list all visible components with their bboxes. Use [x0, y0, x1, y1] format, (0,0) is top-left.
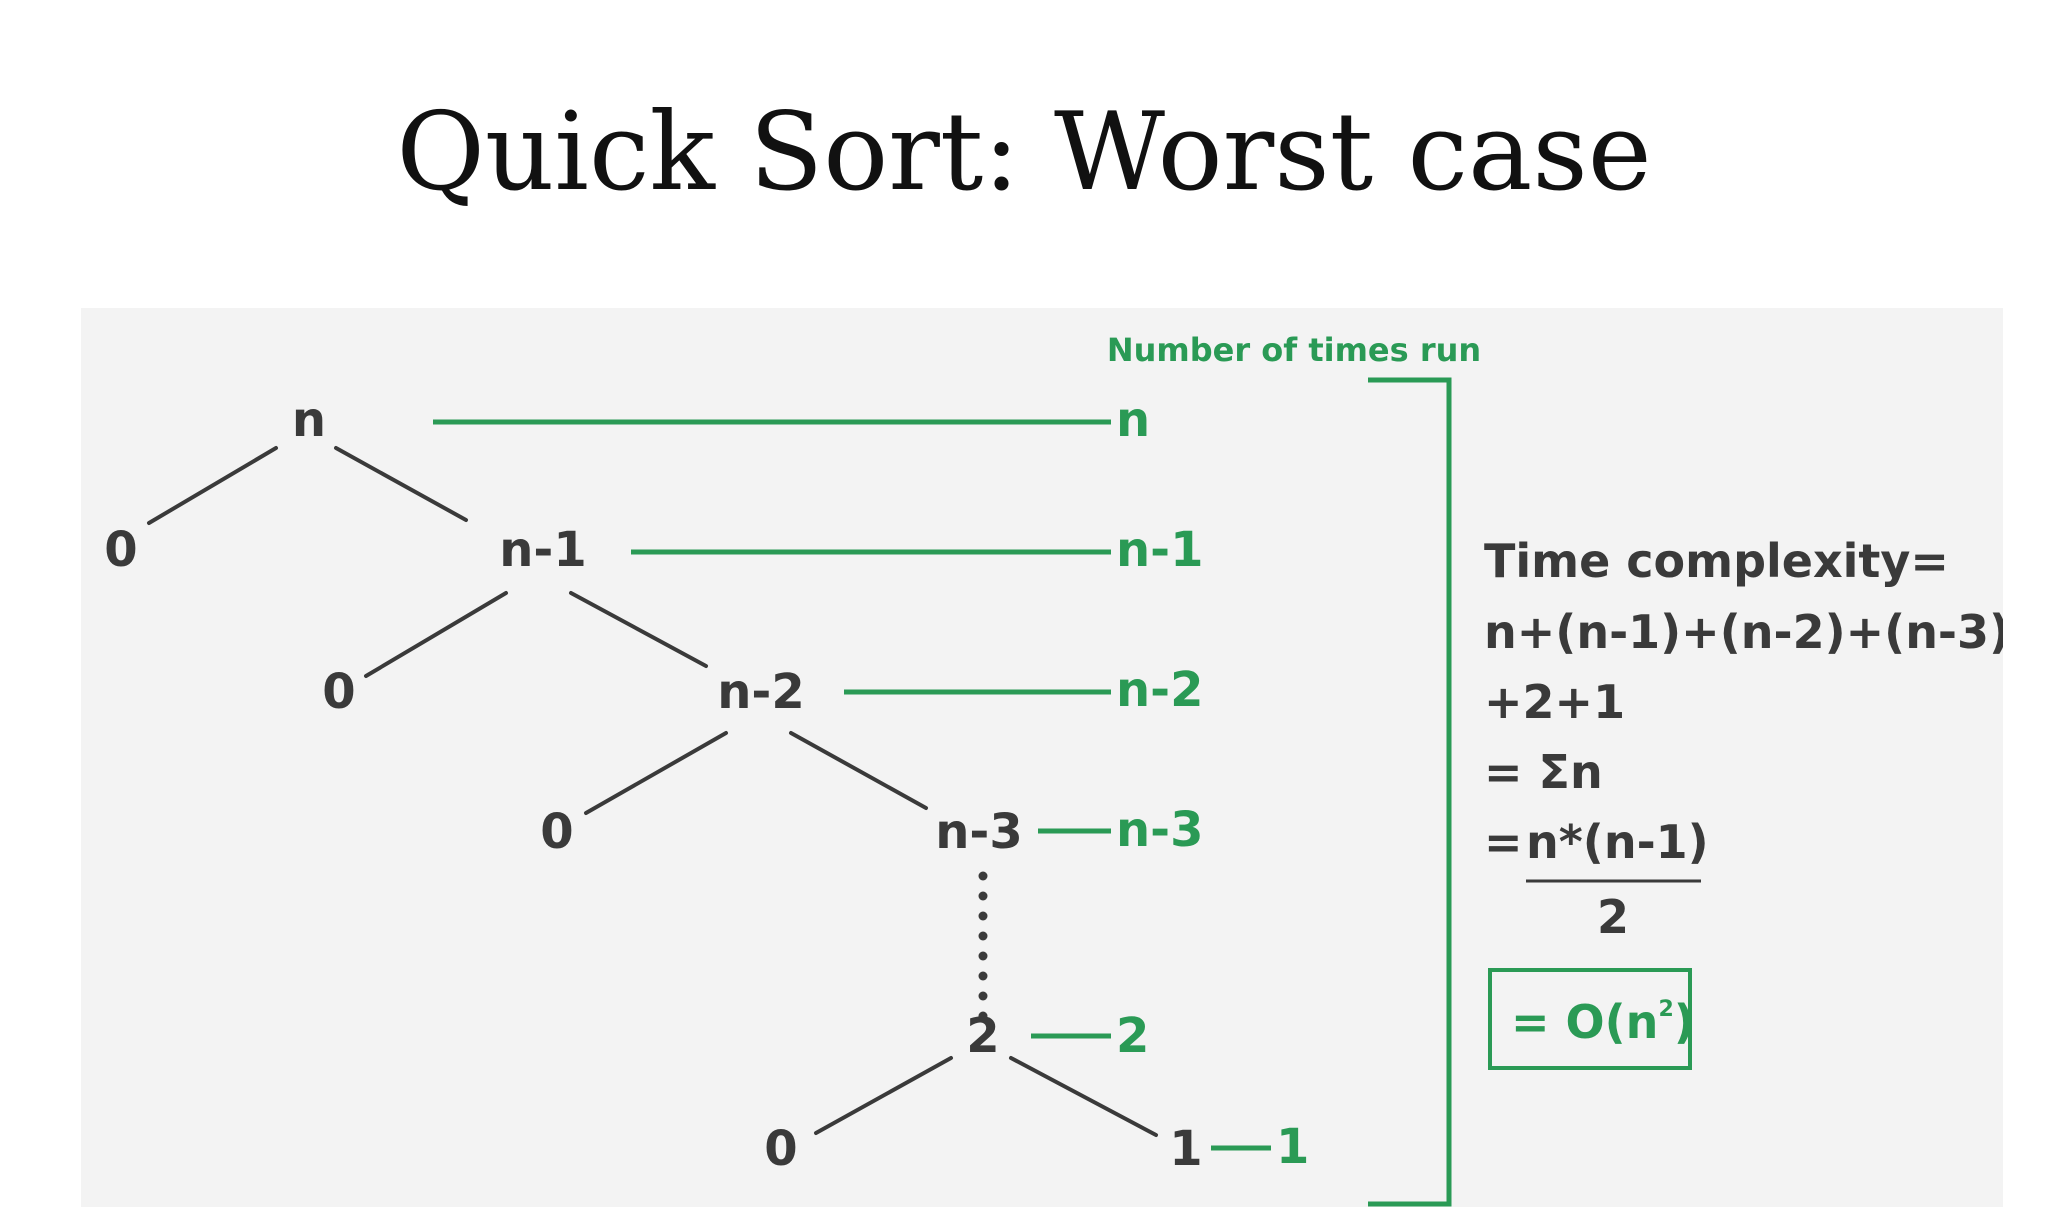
- tree-node: n-2: [717, 664, 805, 720]
- tree-node: n-3: [935, 804, 1023, 860]
- result-text: = O(n2): [1511, 995, 1695, 1049]
- diagram-panel: Number of times run n 0 n-1 0 n-2 0 n-3 …: [81, 308, 2003, 1207]
- complexity-line1: Time complexity=: [1484, 534, 1949, 588]
- edge-2-left: [814, 1056, 953, 1135]
- count-label: n-3: [1116, 802, 1204, 858]
- fraction-denominator: 2: [1597, 890, 1629, 944]
- tree-leaf-zero: 0: [540, 804, 573, 860]
- fraction-numerator: n*(n-1): [1526, 815, 1709, 869]
- tree-leaf-zero: 0: [104, 522, 137, 578]
- edge-n1-right: [569, 591, 708, 668]
- tree-leaf-zero: 0: [764, 1121, 797, 1177]
- result-box: [1488, 968, 1692, 1070]
- bracket: [1368, 377, 1452, 1207]
- tree-node: n-1: [499, 522, 587, 578]
- tree-node: 1: [1169, 1121, 1202, 1177]
- edge-n-left: [147, 446, 278, 525]
- edge-n1-left: [364, 591, 508, 678]
- tree-leaf-zero: 0: [322, 664, 355, 720]
- edge-n2-right: [789, 731, 928, 810]
- tree-edges: [147, 446, 1158, 1137]
- edge-n-right: [334, 446, 468, 522]
- tree-node: 2: [966, 1008, 999, 1064]
- complexity-line3: +2+1: [1484, 675, 1625, 729]
- complexity-line2: n+(n-1)+(n-2)+(n-3)+...: [1484, 605, 2003, 659]
- count-connectors: [433, 377, 1452, 1207]
- edge-2-right: [1009, 1056, 1158, 1137]
- edge-n2-left: [584, 731, 728, 815]
- header-label: Number of times run: [1107, 331, 1481, 369]
- recursion-tree-diagram: Number of times run n 0 n-1 0 n-2 0 n-3 …: [104, 331, 2003, 1207]
- tree-node: n: [292, 392, 326, 448]
- count-label: n-1: [1116, 522, 1204, 578]
- complexity-line5-prefix: =: [1484, 815, 1523, 869]
- count-label: n: [1116, 392, 1150, 448]
- count-label: n-2: [1116, 662, 1204, 718]
- dotted-continuation: [978, 871, 988, 1021]
- count-label: 1: [1276, 1119, 1309, 1175]
- complexity-line4: = Σn: [1484, 745, 1603, 799]
- slide-title: Quick Sort: Worst case: [396, 90, 1652, 215]
- count-label: 2: [1116, 1008, 1149, 1064]
